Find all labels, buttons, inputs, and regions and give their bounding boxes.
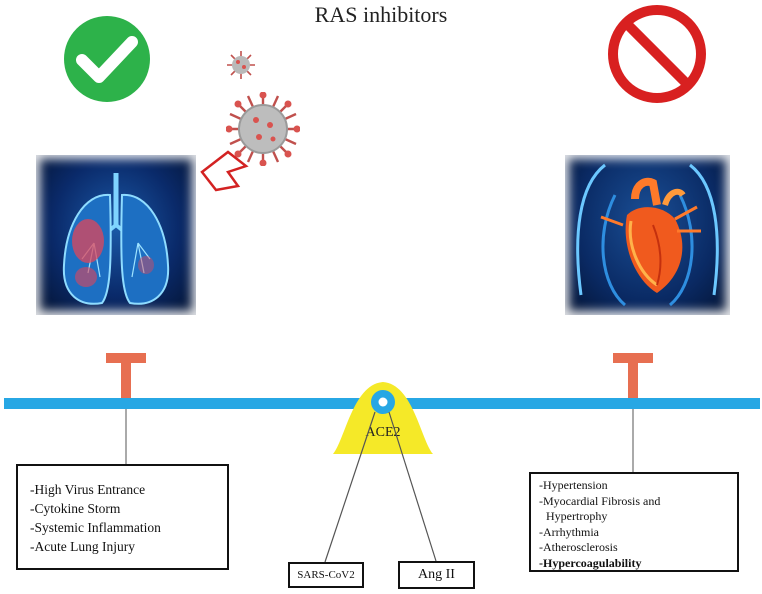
ace2-fulcrum bbox=[333, 382, 433, 454]
check-icon bbox=[64, 16, 150, 102]
lung-effect-item: -Systemic Inflammation bbox=[30, 520, 161, 535]
cardio-effect-item: -Hypercoagulability bbox=[539, 555, 642, 570]
virus-icon bbox=[226, 92, 300, 166]
heart-image bbox=[565, 155, 730, 315]
ang-ii-box: Ang II bbox=[398, 561, 475, 589]
ace2-label: ACE2 bbox=[365, 425, 401, 440]
cardio-effect-item: Hypertrophy bbox=[546, 509, 608, 523]
left-inhibition-blocker bbox=[106, 353, 146, 399]
lung-image bbox=[36, 155, 196, 315]
virus-icon bbox=[227, 51, 255, 79]
diagram-title: RAS inhibitors bbox=[314, 2, 448, 27]
cardio-effects-box: -Hypertension -Myocardial Fibrosis and H… bbox=[529, 472, 739, 572]
cardio-effect-item: -Hypertension bbox=[539, 478, 608, 492]
cardio-effect-item: -Myocardial Fibrosis and bbox=[539, 493, 661, 508]
lung-effect-item: -Cytokine Storm bbox=[30, 501, 121, 516]
right-inhibition-blocker bbox=[613, 353, 653, 399]
sars-cov2-box: SARS-CoV2 bbox=[288, 562, 364, 588]
lung-effect-item: -High Virus Entrance bbox=[30, 482, 146, 497]
lung-effect-item: -Acute Lung Injury bbox=[30, 539, 135, 554]
cardio-effect-item: -Atherosclerosis bbox=[539, 540, 618, 554]
cardio-effect-item: -Arrhythmia bbox=[539, 524, 599, 539]
prohibit-icon bbox=[608, 5, 706, 103]
arrow-icon bbox=[200, 150, 249, 192]
lung-effects-box: -High Virus Entrance -Cytokine Storm -Sy… bbox=[16, 464, 229, 570]
